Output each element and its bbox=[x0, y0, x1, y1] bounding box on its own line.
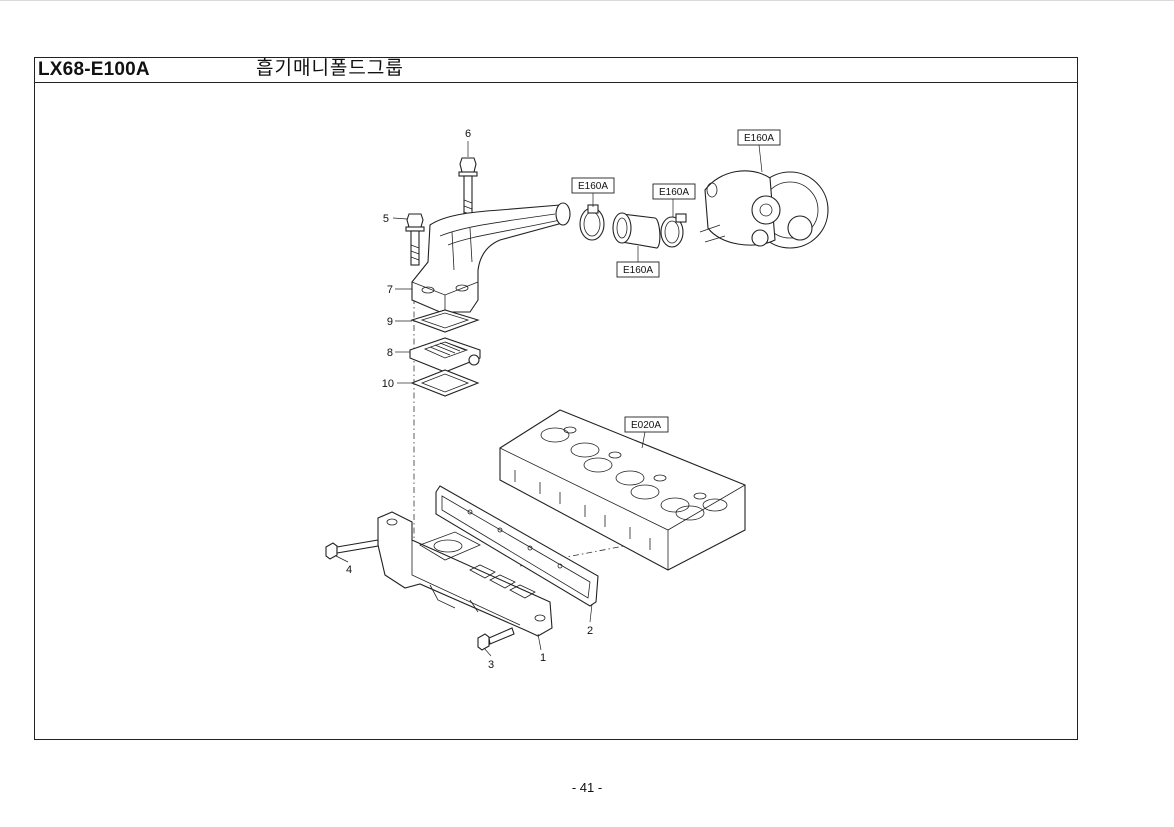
page-number: - 41 - bbox=[571, 780, 603, 795]
bolt-5-drawing bbox=[405, 213, 425, 266]
intake-elbow-7-drawing bbox=[411, 202, 571, 313]
ref-head-label: E020A bbox=[631, 420, 661, 431]
hose-clamp-left-drawing bbox=[579, 204, 605, 241]
callout-10: 10 bbox=[382, 378, 394, 390]
ref-box-clamp-left bbox=[571, 177, 615, 194]
callout-7: 7 bbox=[387, 284, 393, 296]
gasket-10-drawing bbox=[410, 369, 480, 397]
group-title: 흡기매니폴드그룹 bbox=[256, 57, 404, 79]
turbocharger-drawing bbox=[699, 170, 829, 249]
intake-manifold-1-drawing bbox=[377, 511, 553, 637]
ref-box-head bbox=[624, 416, 669, 433]
header-divider bbox=[34, 82, 1078, 83]
ref-turbo-label: E160A bbox=[744, 133, 774, 144]
intake-hose-drawing bbox=[612, 212, 661, 249]
group-code: LX68-E100A bbox=[38, 59, 150, 80]
heater-8-drawing bbox=[409, 337, 481, 373]
bolt-3-drawing bbox=[477, 627, 515, 651]
manifold-gasket-2-drawing bbox=[435, 485, 599, 607]
callout-9: 9 bbox=[387, 316, 393, 328]
leader-ref-head bbox=[641, 431, 646, 449]
ref-clamp-right-label: E160A bbox=[659, 187, 689, 198]
callout-5: 5 bbox=[383, 213, 389, 225]
leader-1 bbox=[537, 633, 542, 651]
ref-clamp-left-label: E160A bbox=[578, 181, 608, 192]
ref-hose-label: E160A bbox=[623, 265, 653, 276]
callout-1: 1 bbox=[540, 652, 546, 664]
ref-box-clamp-right bbox=[652, 183, 696, 200]
cylinder-head-drawing bbox=[499, 409, 746, 571]
leader-3 bbox=[483, 647, 492, 657]
callout-2: 2 bbox=[587, 625, 593, 637]
callout-6: 6 bbox=[465, 128, 471, 140]
leader-4 bbox=[335, 555, 349, 563]
callout-8: 8 bbox=[387, 347, 393, 359]
leader-5 bbox=[392, 217, 408, 220]
hose-clamp-right-drawing bbox=[660, 213, 687, 248]
leader-ref-turbo bbox=[758, 144, 763, 173]
bolt-4-drawing bbox=[325, 539, 379, 560]
callout-3: 3 bbox=[488, 659, 494, 671]
ref-box-turbo bbox=[737, 129, 781, 146]
diagram-frame bbox=[34, 57, 1078, 740]
ref-box-hose bbox=[616, 261, 660, 278]
gasket-9-drawing bbox=[410, 309, 480, 333]
leader-2 bbox=[589, 603, 593, 623]
callout-4: 4 bbox=[346, 564, 352, 576]
